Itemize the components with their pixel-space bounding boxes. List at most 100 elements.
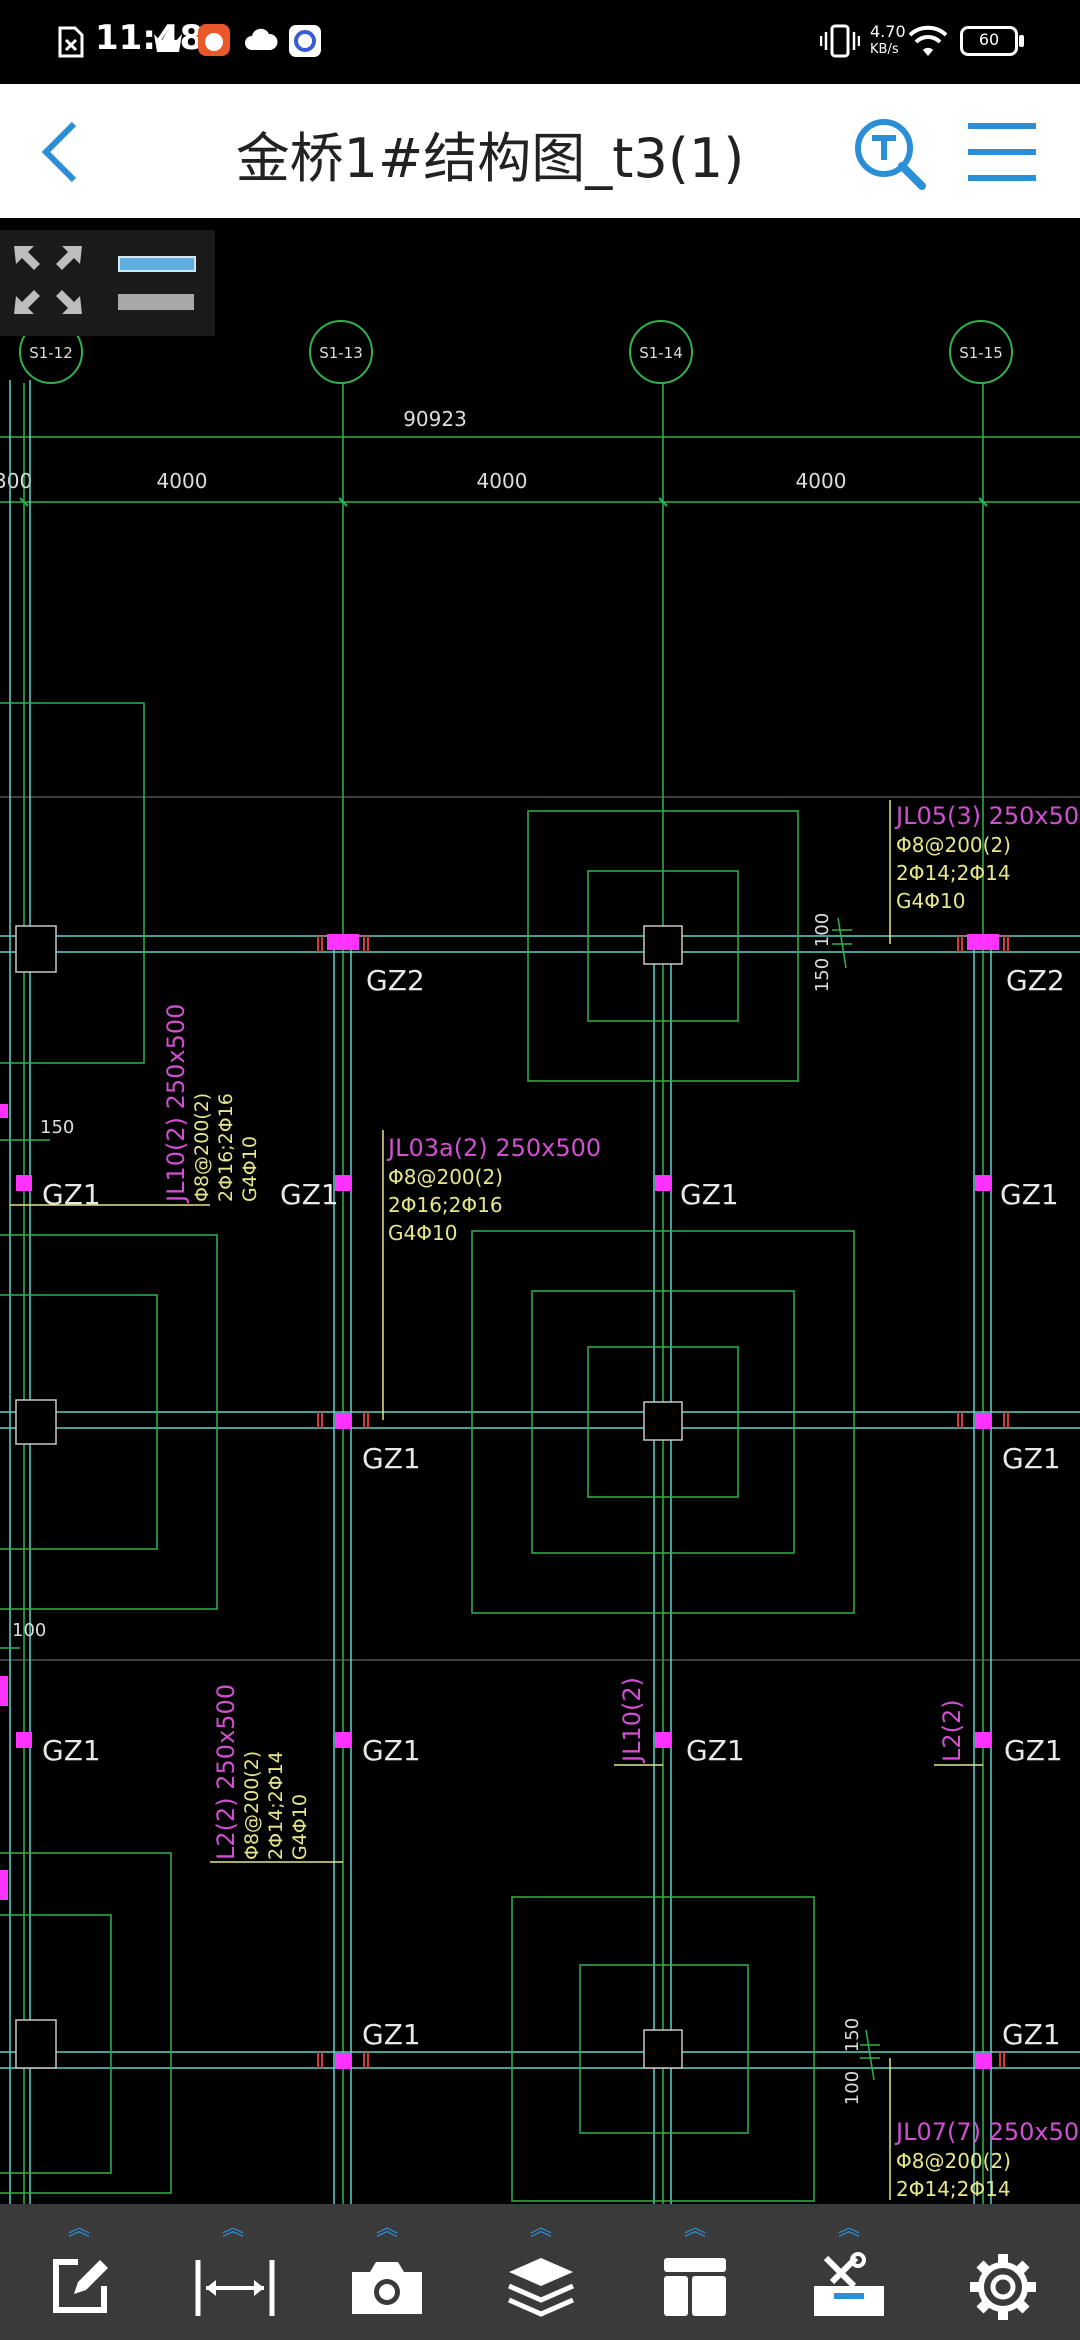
beam-annotation-l2: L2(2) 250x500 Φ8@200(2) 2Φ14;2Φ14 G4Φ10 <box>212 1684 311 1860</box>
beam-short-label: L2(2) <box>938 1699 966 1762</box>
settings-icon <box>970 2254 1036 2320</box>
dim-150: 150 <box>812 958 833 992</box>
beam-side-rebar: G4Φ10 <box>289 1794 311 1860</box>
measure-tool[interactable]: ︽ <box>178 2218 288 2328</box>
column-markers <box>0 934 999 2069</box>
dim-150: 150 <box>842 2018 863 2052</box>
reference-lines <box>0 796 1080 1661</box>
axis-label: S1-14 <box>639 344 683 362</box>
beam-main-rebar: 2Φ14;2Φ14 <box>896 2177 1011 2201</box>
drawing-canvas[interactable]: S1-12 S1-13 S1-14 S1-15 90923 300 4000 4… <box>0 218 1080 2204</box>
beam-annotation-jl10: JL10(2) 250x500 Φ8@200(2) 2Φ16;2Φ16 G4Φ1… <box>162 1004 261 1204</box>
footings <box>0 702 855 2202</box>
beam-stirrup: Φ8@200(2) <box>191 1093 213 1202</box>
menu-button[interactable] <box>966 120 1038 184</box>
camera-tool[interactable]: ︽ <box>332 2218 442 2328</box>
span-dimension: 4000 <box>157 469 208 493</box>
file-close-icon <box>58 26 84 58</box>
axis-label: S1-13 <box>319 344 363 362</box>
fill-style-button[interactable] <box>118 294 194 310</box>
layers-icon <box>507 2258 575 2317</box>
beam-stirrup: Φ8@200(2) <box>896 2149 1011 2173</box>
cad-drawing[interactable]: S1-12 S1-13 S1-14 S1-15 90923 300 4000 4… <box>0 218 1080 2204</box>
status-bar: 11:48 4.70 KB/s 60 <box>0 0 1080 84</box>
beam-stirrup: Φ8@200(2) <box>241 1751 263 1860</box>
bottom-toolbar: ︽ ︽ ︽ ︽ ︽ ︽ <box>0 2204 1080 2340</box>
tools-icon <box>814 2252 884 2316</box>
beam-stirrup: Φ8@200(2) <box>896 833 1011 857</box>
column-label: GZ1 <box>1002 1442 1061 1475</box>
battery-icon: 60 <box>960 26 1018 56</box>
dimension-left: 300 <box>0 469 32 493</box>
wifi-icon <box>908 25 948 56</box>
tools-tool[interactable]: ︽ <box>794 2218 904 2328</box>
crown-icon <box>154 30 182 52</box>
chevron-up-icon: ︽ <box>221 2216 244 2241</box>
leader-lines <box>10 800 983 2200</box>
beam-annotation-jl05: JL05(3) 250x500 Φ8@200(2) 2Φ14;2Φ14 G4Φ1… <box>894 802 1080 913</box>
fullscreen-button[interactable] <box>12 244 84 316</box>
column-label: GZ1 <box>686 1734 745 1767</box>
beam-name: JL05(3) 250x500 <box>894 802 1080 830</box>
beam-name: JL07(7) 250x500 <box>894 2118 1080 2146</box>
dim-150: 150 <box>40 1117 74 1138</box>
chevron-up-icon: ︽ <box>375 2216 398 2241</box>
chevron-up-icon: ︽ <box>837 2216 860 2241</box>
grid-lines <box>0 383 1080 2204</box>
column-label: GZ1 <box>680 1178 739 1211</box>
chevron-up-icon: ︽ <box>529 2216 552 2241</box>
column-label: GZ1 <box>1000 1178 1059 1211</box>
total-dimension: 90923 <box>403 407 467 431</box>
net-speed-unit: KB/s <box>870 42 899 57</box>
title-bar: 金桥1#结构图_t3(1) <box>0 84 1080 218</box>
app-icon <box>198 24 230 56</box>
settings-tool[interactable] <box>948 2218 1058 2328</box>
page-title: 金桥1#结构图_t3(1) <box>235 127 745 190</box>
view-controls <box>0 230 215 336</box>
cloud-icon <box>245 28 278 50</box>
beam-stirrup: Φ8@200(2) <box>388 1165 503 1189</box>
column-label: GZ1 <box>42 1178 101 1211</box>
span-dimension: 4000 <box>796 469 847 493</box>
battery-level: 60 <box>978 30 1000 49</box>
beam-side-rebar: G4Φ10 <box>896 889 965 913</box>
beam-name: JL03a(2) 250x500 <box>386 1134 601 1162</box>
back-button[interactable] <box>36 120 86 184</box>
rebar-ticks <box>317 936 1009 2068</box>
dim-100: 100 <box>812 913 833 947</box>
axis-label: S1-12 <box>29 344 73 362</box>
beam-short-label: JL10(2) <box>618 1677 646 1764</box>
column-label: GZ1 <box>362 1734 421 1767</box>
dimension-ticks <box>19 497 988 507</box>
dim-100: 100 <box>12 1620 46 1641</box>
text-search-button[interactable] <box>852 116 928 192</box>
layers-tool[interactable]: ︽ <box>486 2218 596 2328</box>
axis-label: S1-15 <box>959 344 1003 362</box>
dim-100: 100 <box>842 2071 863 2105</box>
beam-main-rebar: 2Φ14;2Φ14 <box>896 861 1011 885</box>
beam-name: L2(2) 250x500 <box>212 1684 240 1860</box>
layout-icon <box>664 2258 726 2316</box>
beam-main-rebar: 2Φ14;2Φ14 <box>265 1751 287 1860</box>
battery-cap <box>1019 35 1024 47</box>
status-time: 11:48 <box>95 18 204 58</box>
column-label: GZ1 <box>280 1178 339 1211</box>
beam-main-rebar: 2Φ16;2Φ16 <box>215 1093 237 1202</box>
beam-main-rebar: 2Φ16;2Φ16 <box>388 1193 503 1217</box>
beam-annotation-jl07: JL07(7) 250x500 Φ8@200(2) 2Φ14;2Φ14 <box>894 2118 1080 2201</box>
edit-icon <box>53 2259 108 2313</box>
vibrate-icon <box>820 24 860 58</box>
chevron-up-icon: ︽ <box>67 2216 90 2241</box>
beam-annotation-jl03a: JL03a(2) 250x500 Φ8@200(2) 2Φ16;2Φ16 G4Φ… <box>386 1134 601 1245</box>
measure-icon <box>195 2260 275 2316</box>
column-label: GZ1 <box>362 1442 421 1475</box>
camera-icon <box>352 2262 422 2314</box>
layout-tool[interactable]: ︽ <box>640 2218 750 2328</box>
line-style-button[interactable] <box>118 256 196 272</box>
column-label: GZ1 <box>362 2018 421 2051</box>
column-label: GZ1 <box>1002 2018 1061 2051</box>
dim-marks <box>0 917 880 2081</box>
beams <box>0 380 1080 2204</box>
chevron-up-icon: ︽ <box>683 2216 706 2241</box>
edit-tool[interactable]: ︽ <box>24 2218 134 2328</box>
